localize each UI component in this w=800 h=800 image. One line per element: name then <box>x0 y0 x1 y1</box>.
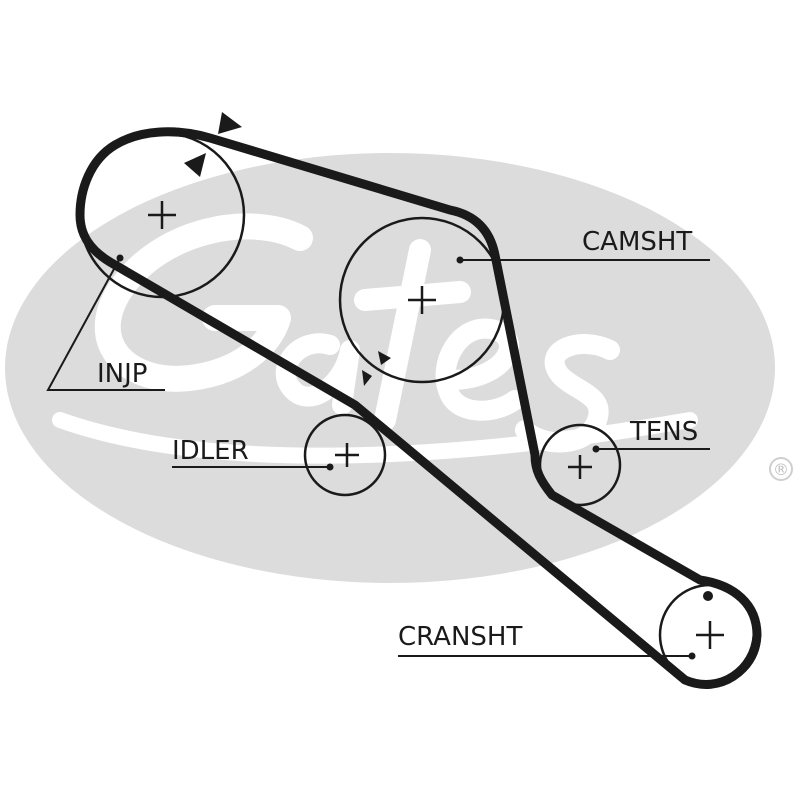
dot-icon <box>456 256 464 264</box>
camshaft-label: CAMSHT <box>582 227 692 257</box>
injection-pump-leader <box>46 257 165 391</box>
plus-icon <box>408 286 436 314</box>
dot-icon <box>326 463 334 471</box>
dot-icon <box>592 445 600 453</box>
plus-icon <box>568 455 592 479</box>
leader-dots <box>116 254 696 660</box>
dot-icon <box>703 591 713 601</box>
timing-markers <box>184 112 713 601</box>
dot-icon <box>116 254 124 262</box>
timing-belt <box>75 127 762 689</box>
registered-mark: ® <box>773 460 789 479</box>
idler-pulley <box>303 413 387 497</box>
injection-pump-label: INJP <box>97 359 147 389</box>
plus-icon <box>335 443 359 467</box>
triangle-arrow-icon <box>378 351 391 365</box>
triangle-arrow-icon <box>362 370 372 386</box>
watermark-lettering <box>52 213 698 464</box>
pulley-centers <box>148 201 724 649</box>
idler-label: IDLER <box>172 436 249 466</box>
dot-icon <box>688 652 696 660</box>
triangle-arrow-icon <box>184 153 206 177</box>
triangle-arrow-icon <box>218 112 242 134</box>
crankshaft-label: CRANSHT <box>398 622 522 652</box>
leader-lines <box>46 257 710 657</box>
tensioner-label: TENS <box>629 417 698 447</box>
registered-mark-circle <box>769 457 793 481</box>
plus-icon <box>696 621 724 649</box>
plus-icon <box>148 201 176 229</box>
